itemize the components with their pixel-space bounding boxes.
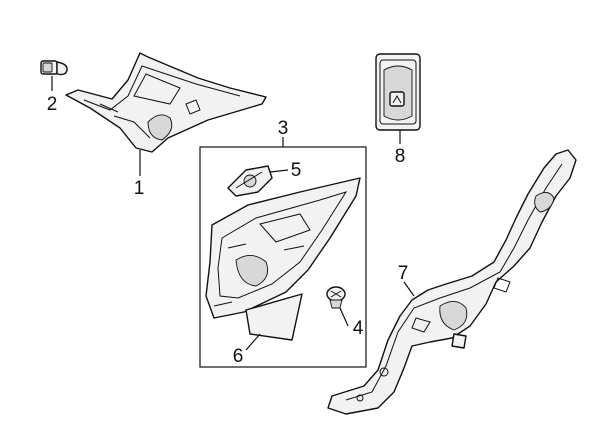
leader-6 — [245, 333, 261, 351]
callout-2: 2 — [47, 94, 58, 115]
part-2-clip[interactable] — [40, 60, 68, 76]
part-5-trim-bracket[interactable] — [227, 165, 273, 197]
callout-6: 6 — [233, 346, 244, 367]
part-3-quarter-trim-panel[interactable] — [205, 177, 361, 319]
part-6-lower-trim-cover[interactable] — [245, 293, 303, 341]
leader-5 — [269, 169, 289, 173]
leader-7 — [403, 281, 415, 297]
callout-7: 7 — [398, 263, 409, 284]
leader-lines — [51, 76, 415, 351]
part-4-push-pin[interactable] — [326, 286, 346, 309]
callout-8: 8 — [395, 146, 406, 167]
callout-4: 4 — [353, 318, 364, 339]
part-7-inner-panel-bracket[interactable] — [327, 149, 577, 415]
callout-1: 1 — [134, 178, 145, 199]
callout-5: 5 — [291, 160, 302, 181]
leader-4 — [339, 307, 349, 327]
part-1-upper-trim-panel[interactable] — [65, 52, 267, 153]
callout-3: 3 — [278, 118, 289, 139]
part-8-switch[interactable] — [375, 53, 421, 131]
